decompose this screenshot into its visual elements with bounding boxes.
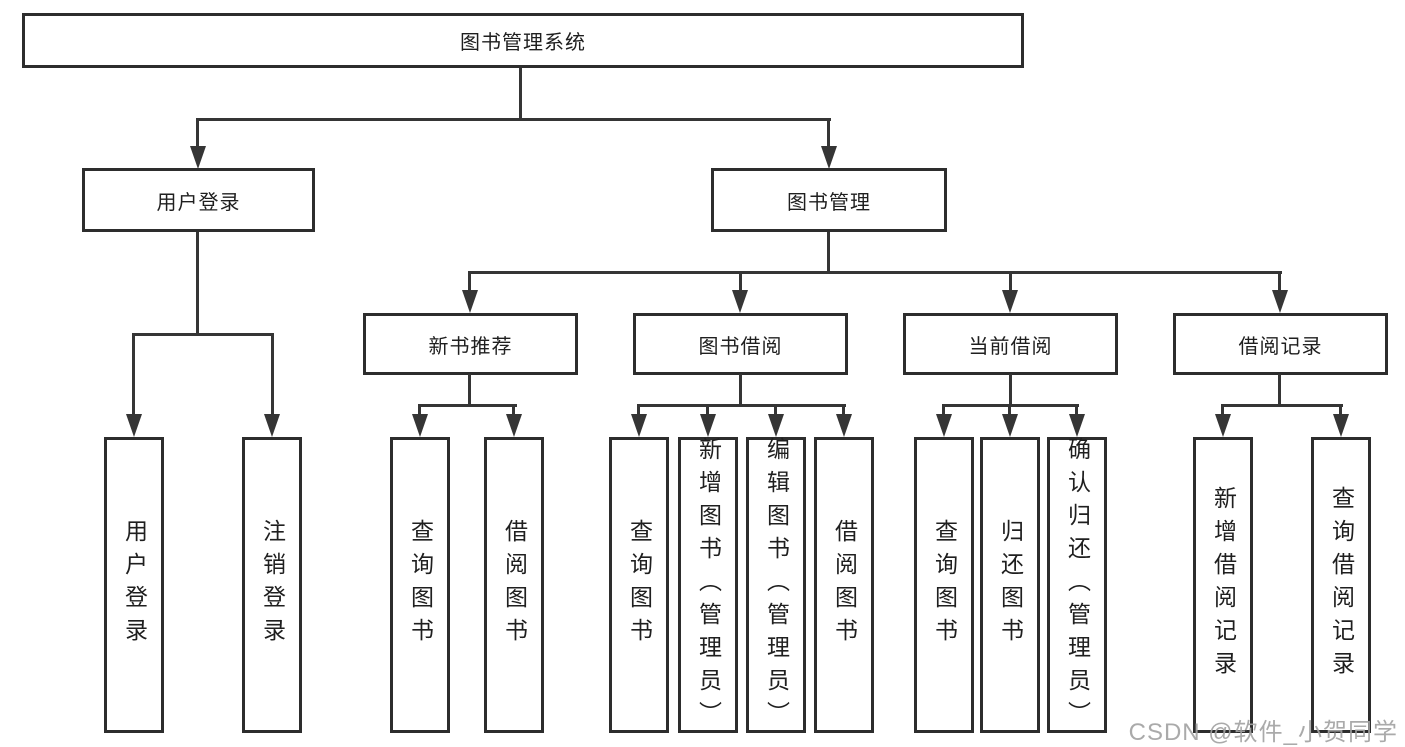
arrow-down-icon (732, 290, 748, 313)
connector-line (1278, 374, 1281, 407)
connector-line (418, 404, 421, 416)
leaf-label: 用户登录 (121, 519, 148, 651)
arrow-down-icon (836, 414, 852, 437)
leaf-return-books: 归还图书 (980, 437, 1040, 733)
arrow-down-icon (631, 414, 647, 437)
connector-line (827, 232, 830, 274)
arrow-down-icon (264, 414, 280, 437)
arrow-down-icon (462, 290, 478, 313)
connector-line (942, 404, 945, 416)
connector-line (827, 118, 830, 150)
connector-line (132, 333, 274, 336)
arrow-down-icon (1069, 414, 1085, 437)
arrow-down-icon (1272, 290, 1288, 313)
leaf-label: 新增借阅记录 (1210, 486, 1237, 684)
leaf-label: 借阅图书 (501, 519, 528, 651)
node-new-book-recommend: 新书推荐 (363, 313, 578, 375)
connector-line (1075, 404, 1078, 416)
arrow-down-icon (412, 414, 428, 437)
node-current-borrow: 当前借阅 (903, 313, 1118, 375)
node-root: 图书管理系统 (22, 13, 1024, 68)
leaf-label: 新增图书（管理员） (695, 436, 722, 734)
connector-line (842, 404, 845, 416)
leaf-label: 确认归还（管理员） (1064, 436, 1091, 734)
leaf-edit-books-admin: 编辑图书（管理员） (746, 436, 806, 734)
leaf-query-books-3: 查询图书 (914, 437, 974, 733)
arrow-down-icon (768, 414, 784, 437)
leaf-label: 注销登录 (259, 519, 286, 651)
connector-line (132, 333, 135, 415)
connector-line (739, 271, 742, 291)
leaf-label: 借阅图书 (831, 519, 858, 651)
connector-line (739, 374, 742, 407)
node-label: 图书借阅 (698, 335, 783, 358)
arrow-down-icon (190, 146, 206, 169)
leaf-borrow-books-1: 借阅图书 (484, 437, 544, 733)
node-label: 图书管理系统 (460, 32, 586, 54)
leaf-label: 查询图书 (407, 519, 434, 651)
connector-line (468, 271, 1282, 274)
connector-line (271, 333, 274, 415)
arrow-down-icon (1002, 414, 1018, 437)
node-label: 用户登录 (156, 191, 241, 214)
leaf-query-books-1: 查询图书 (390, 437, 450, 733)
connector-line (196, 232, 199, 336)
connector-line (637, 404, 846, 407)
watermark: CSDN @软件_小贺同学 (1128, 719, 1398, 746)
connector-line (418, 404, 517, 407)
connector-line (468, 374, 471, 407)
node-book-management: 图书管理 (711, 168, 947, 232)
connector-line (196, 118, 831, 121)
arrow-down-icon (1215, 414, 1231, 437)
leaf-borrow-books-2: 借阅图书 (814, 437, 874, 733)
connector-line (1221, 404, 1224, 416)
arrow-down-icon (700, 414, 716, 437)
leaf-confirm-return-admin: 确认归还（管理员） (1047, 436, 1107, 734)
connector-line (774, 404, 777, 416)
leaf-label: 归还图书 (997, 519, 1024, 651)
node-label: 图书管理 (787, 191, 871, 214)
leaf-label: 查询图书 (626, 519, 653, 651)
arrow-down-icon (936, 414, 952, 437)
arrow-down-icon (506, 414, 522, 437)
connector-line (1009, 374, 1012, 407)
node-label: 当前借阅 (968, 335, 1053, 358)
leaf-query-books-2: 查询图书 (609, 437, 669, 733)
arrow-down-icon (1002, 290, 1018, 313)
connector-line (1009, 271, 1012, 291)
node-user-login: 用户登录 (82, 168, 315, 232)
arrow-down-icon (821, 146, 837, 169)
node-label: 新书推荐 (428, 335, 513, 358)
connector-line (706, 404, 709, 416)
connector-line (1008, 404, 1011, 416)
leaf-logout: 注销登录 (242, 437, 302, 733)
node-label: 借阅记录 (1238, 335, 1323, 358)
leaf-query-borrow-record: 查询借阅记录 (1311, 437, 1371, 733)
connector-line (196, 118, 199, 150)
leaf-label: 查询借阅记录 (1328, 486, 1355, 684)
arrow-down-icon (1333, 414, 1349, 437)
connector-line (468, 271, 471, 291)
node-book-borrow: 图书借阅 (633, 313, 848, 375)
connector-line (1339, 404, 1342, 416)
leaf-user-login: 用户登录 (104, 437, 164, 733)
leaf-label: 查询图书 (931, 519, 958, 651)
connector-line (637, 404, 640, 416)
connector-line (512, 404, 515, 416)
arrow-down-icon (126, 414, 142, 437)
leaf-add-books-admin: 新增图书（管理员） (678, 436, 738, 734)
leaf-label: 编辑图书（管理员） (763, 436, 790, 734)
connector-line (1278, 271, 1281, 291)
leaf-add-borrow-record: 新增借阅记录 (1193, 437, 1253, 733)
connector-line (519, 68, 522, 121)
node-borrow-records: 借阅记录 (1173, 313, 1388, 375)
connector-line (1221, 404, 1343, 407)
